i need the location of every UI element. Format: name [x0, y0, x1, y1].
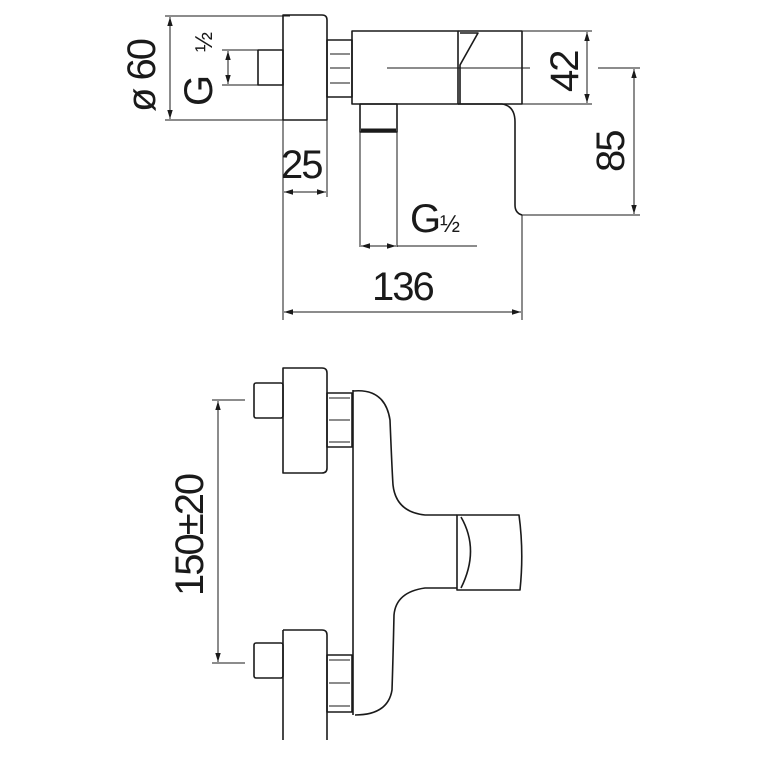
mixer-body-front	[352, 389, 523, 716]
dimension-total-length: 136	[284, 215, 523, 320]
outlet-connector	[359, 103, 398, 133]
lower-hex-nut	[326, 654, 353, 713]
lever-grip-curve	[460, 516, 472, 589]
lever-height-label: 85	[589, 131, 633, 172]
dimension-center-distance: 150±20	[168, 399, 245, 664]
diameter-label: ø 60	[120, 39, 164, 112]
upper-connection	[253, 367, 353, 474]
outlet-thread-label: G	[410, 197, 439, 241]
dimension-lever-height: 85	[522, 67, 640, 216]
total-length-label: 136	[372, 265, 433, 309]
lower-connection	[253, 629, 353, 740]
front-lever-handle	[456, 514, 523, 591]
rosette-depth-label: 25	[281, 143, 322, 187]
center-distance-label: 150±20	[168, 474, 212, 596]
lower-rosette	[282, 629, 328, 740]
lever-arm	[458, 103, 523, 216]
inlet-thread-fraction: ½	[191, 32, 218, 52]
dimension-rosette-depth: 25	[281, 120, 328, 320]
dimension-outlet-thread: G ½	[361, 197, 477, 249]
mixer-side-outline	[257, 14, 530, 247]
upper-rosette	[282, 367, 328, 474]
body-height-label: 42	[543, 51, 587, 92]
front-view: 150±20	[168, 367, 523, 740]
dimension-body-height: 42	[522, 30, 592, 105]
inlet-stub	[257, 49, 284, 86]
lower-inlet-stub	[253, 642, 284, 679]
outlet-thread-fraction: ½	[440, 211, 460, 238]
inlet-thread-label: G	[177, 77, 221, 106]
top-view: ø 60 G ½ 25 G ½ 136	[120, 14, 640, 320]
upper-hex-nut	[326, 392, 353, 448]
dimension-inlet-thread: G ½	[177, 32, 258, 106]
hex-nut	[326, 39, 353, 98]
wall-rosette	[282, 14, 328, 121]
upper-inlet-stub	[253, 382, 284, 419]
dimension-diameter: ø 60	[120, 15, 290, 121]
